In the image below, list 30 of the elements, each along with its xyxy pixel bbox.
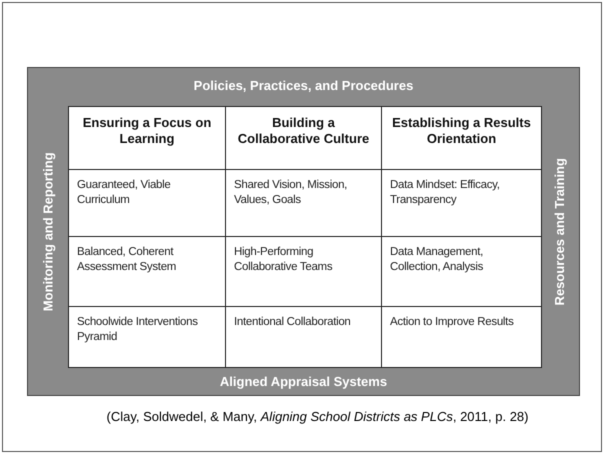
cell-text: High-Performing Collaborative Teams bbox=[234, 245, 334, 275]
cell-text: Action to Improve Results bbox=[390, 315, 515, 330]
cell-text: Shared Vision, Mission, Values, Goals bbox=[234, 178, 348, 208]
header-text: Establishing a Results Orientation bbox=[391, 115, 532, 147]
table-cell bbox=[68, 306, 226, 368]
frame-label: Policies, Practices, and Procedures bbox=[192, 77, 414, 95]
cell-text: Schoolwide Interventions Pyramid bbox=[77, 315, 199, 345]
frame-label: Resources and Training bbox=[551, 158, 568, 306]
citation-caption: (Clay, Soldwedel, & Many, Aligning School Districts as PLCs, 2011, p. 28) bbox=[106, 408, 530, 426]
column-header bbox=[68, 106, 226, 170]
cell-text: Balanced, Coherent Assessment System bbox=[77, 245, 178, 275]
table-cell bbox=[225, 236, 382, 307]
header-text: Building a Collaborative Culture bbox=[236, 115, 370, 147]
table-cell bbox=[225, 306, 382, 368]
table-cell bbox=[381, 236, 542, 307]
cell-text: Data Management, Collection, Analysis bbox=[390, 245, 484, 275]
table-cell bbox=[381, 169, 542, 237]
framework-frame bbox=[27, 67, 580, 396]
table-cell bbox=[381, 306, 542, 368]
table-cell bbox=[225, 169, 382, 237]
cell-text: Intentional Collaboration bbox=[234, 315, 352, 330]
column-header bbox=[225, 106, 382, 170]
header-text: Ensuring a Focus on Learning bbox=[82, 115, 212, 147]
column-header bbox=[381, 106, 542, 170]
cell-text: Guaranteed, Viable Curriculum bbox=[77, 178, 172, 208]
cell-text: Data Mindset: Efficacy, Transparency bbox=[390, 178, 501, 208]
frame-label: Aligned Appraisal Systems bbox=[218, 373, 388, 391]
table-cell bbox=[68, 169, 226, 237]
frame-label: Monitoring and Reporting bbox=[39, 152, 56, 312]
table-cell bbox=[68, 236, 226, 307]
